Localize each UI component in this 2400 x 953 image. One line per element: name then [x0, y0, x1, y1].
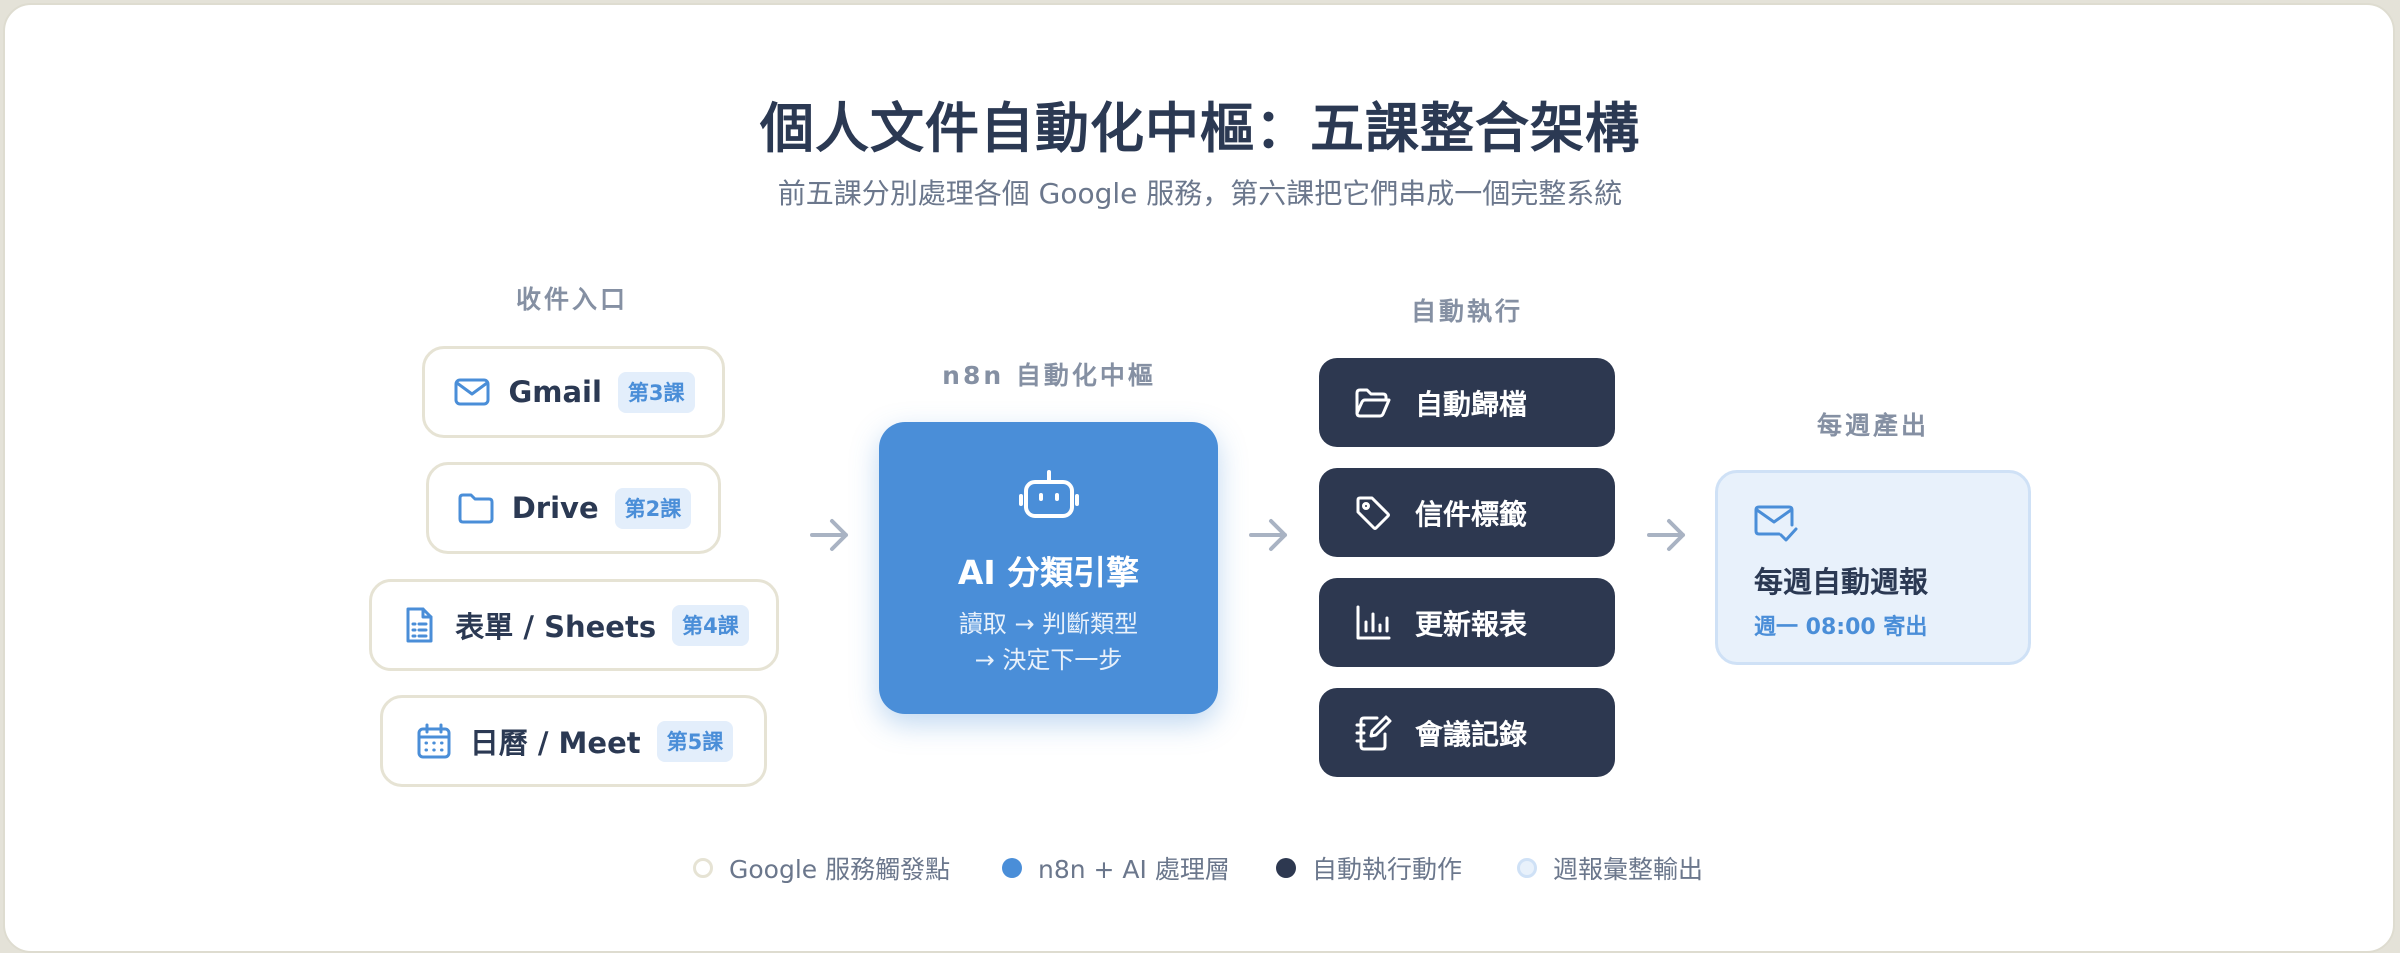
legend-label: 週報彙整輸出 [1553, 855, 1704, 884]
legend-label: n8n + AI 處理層 [1038, 855, 1230, 884]
page-title: 個人文件自動化中樞：五課整合架構 [760, 97, 1640, 160]
legend-item-google: Google 服務觸發點 [693, 850, 950, 886]
folder-icon [456, 488, 496, 528]
legend-label: 自動執行動作 [1312, 855, 1463, 884]
lesson-badge: 第4課 [672, 604, 749, 646]
lesson-badge: 第3課 [617, 371, 695, 413]
hub-title: AI 分類引擎 [957, 553, 1140, 592]
action-node-meeting-notes: 會議記錄 [1319, 688, 1615, 777]
source-name: 表單 / Sheets [455, 610, 657, 644]
action-node-report-update: 更新報表 [1319, 578, 1615, 667]
robot-icon [1019, 470, 1079, 518]
flow-arrow-icon [1647, 519, 1685, 551]
lesson-badge: 第2課 [614, 487, 692, 529]
section-label-output: 每週產出 [1816, 411, 1929, 440]
legend-label: Google 服務觸發點 [729, 855, 951, 884]
mail-check-icon [1754, 505, 1798, 542]
flow-arrow-icon [1249, 519, 1287, 551]
report-schedule: 週一 08:00 寄出 [1754, 615, 1928, 640]
source-node-sheets: 表單 / Sheets 第4課 [369, 579, 779, 671]
source-name: 日曆 / Meet [469, 726, 641, 760]
legend-swatch [1517, 858, 1537, 878]
notebook-edit-icon [1353, 713, 1393, 753]
source-node-gmail: Gmail 第3課 [422, 346, 725, 438]
hub-description-line1: 讀取 → 判斷類型 [958, 610, 1139, 638]
source-name: Gmail [508, 375, 602, 409]
source-node-calendar: 日曆 / Meet 第5課 [380, 695, 767, 787]
legend-item-report: 週報彙整輸出 [1517, 850, 1703, 886]
weekly-report-node: 每週自動週報 週一 08:00 寄出 [1715, 470, 2031, 665]
document-icon [399, 605, 439, 645]
action-label: 更新報表 [1415, 607, 1528, 641]
folder-open-icon [1353, 383, 1393, 423]
action-node-tag: 信件標籤 [1319, 468, 1615, 557]
section-label-execute: 自動執行 [1410, 297, 1523, 326]
legend-swatch [693, 858, 713, 878]
source-node-drive: Drive 第2課 [426, 462, 721, 554]
hub-description-line2: → 決定下一步 [974, 646, 1123, 674]
flow-arrow-icon [810, 519, 848, 551]
legend-item-ai: n8n + AI 處理層 [1002, 850, 1230, 886]
legend-item-action: 自動執行動作 [1276, 850, 1462, 886]
section-label-intake: 收件入口 [515, 285, 628, 314]
mail-icon [452, 372, 492, 412]
report-title: 每週自動週報 [1754, 565, 1929, 599]
source-name: Drive [511, 491, 599, 525]
action-label: 自動歸檔 [1415, 387, 1528, 421]
legend-swatch [1276, 858, 1296, 878]
page-subtitle: 前五課分別處理各個 Google 服務，第六課把它們串成一個完整系統 [777, 177, 1623, 210]
action-node-archive: 自動歸檔 [1319, 358, 1615, 447]
action-label: 信件標籤 [1415, 497, 1528, 531]
lesson-badge: 第5課 [656, 720, 734, 762]
calendar-icon [414, 721, 454, 761]
legend-swatch [1002, 858, 1022, 878]
action-label: 會議記錄 [1415, 717, 1528, 751]
tag-icon [1353, 493, 1393, 533]
ai-hub-node: AI 分類引擎 讀取 → 判斷類型 → 決定下一步 [879, 422, 1218, 714]
bar-chart-icon [1353, 603, 1393, 643]
section-label-hub: n8n 自動化中樞 [942, 361, 1156, 390]
